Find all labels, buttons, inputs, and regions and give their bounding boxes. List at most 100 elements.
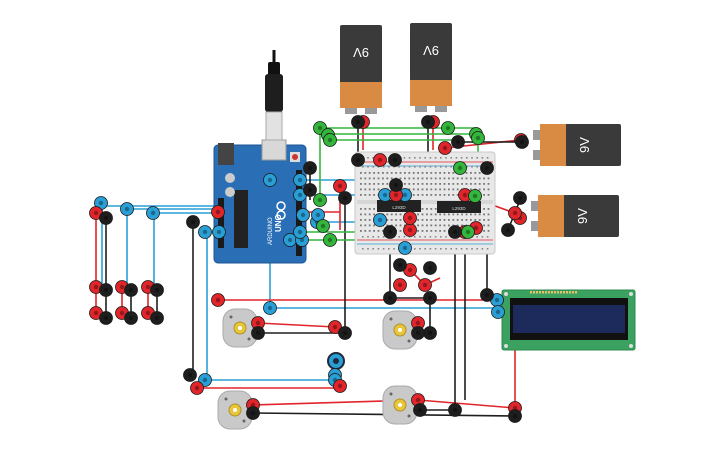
- potentiometer-icon[interactable]: [327, 352, 345, 370]
- wire-endpoint[interactable]: [351, 115, 365, 129]
- wire-endpoint[interactable]: [263, 173, 277, 187]
- wire-endpoint[interactable]: [120, 202, 134, 216]
- wire-endpoint[interactable]: [411, 326, 425, 340]
- wire-endpoint[interactable]: [186, 215, 200, 229]
- battery-icon[interactable]: 9V: [340, 25, 382, 114]
- ic-chip[interactable]: L293D: [377, 200, 421, 212]
- wire-endpoint[interactable]: [501, 223, 515, 237]
- breadboard-hole: [377, 172, 380, 174]
- battery-icon[interactable]: 9V: [533, 124, 621, 166]
- wire-endpoint[interactable]: [423, 261, 437, 275]
- wire-endpoint[interactable]: [338, 191, 352, 205]
- wire-endpoint[interactable]: [451, 135, 465, 149]
- lcd-pin: [542, 291, 544, 294]
- ic-chip[interactable]: L293D: [437, 201, 481, 213]
- wire-endpoint[interactable]: [190, 381, 204, 395]
- lcd-pin: [572, 291, 574, 294]
- wire-endpoint[interactable]: [99, 283, 113, 297]
- breadboard-hole: [487, 224, 490, 227]
- wire-endpoint[interactable]: [328, 320, 342, 334]
- wire-endpoint[interactable]: [338, 326, 352, 340]
- wire-endpoint[interactable]: [418, 278, 432, 292]
- battery-icon[interactable]: 9V: [531, 195, 619, 237]
- wire-endpoint[interactable]: [124, 311, 138, 325]
- wire-endpoint[interactable]: [303, 161, 317, 175]
- wire-endpoint[interactable]: [316, 219, 330, 233]
- wire-endpoint-center: [297, 229, 303, 235]
- wire-endpoint[interactable]: [293, 173, 307, 187]
- wire-endpoint[interactable]: [212, 225, 226, 239]
- wire-endpoint-center: [216, 229, 222, 235]
- wire-endpoint[interactable]: [323, 233, 337, 247]
- wire-endpoint[interactable]: [515, 135, 529, 149]
- wire-endpoint[interactable]: [403, 211, 417, 225]
- breadboard-hole: [368, 208, 371, 210]
- wire-endpoint[interactable]: [441, 121, 455, 135]
- usb-cable-icon[interactable]: [265, 50, 283, 141]
- wire-endpoint[interactable]: [453, 161, 467, 175]
- wire-endpoint[interactable]: [150, 283, 164, 297]
- wire-endpoint[interactable]: [513, 191, 527, 205]
- wire-endpoint[interactable]: [211, 293, 225, 307]
- dc-motor-icon[interactable]: [382, 385, 418, 425]
- wire-endpoint[interactable]: [508, 206, 522, 220]
- wire-endpoint[interactable]: [423, 291, 437, 305]
- wire-endpoint[interactable]: [313, 193, 327, 207]
- wire-endpoint[interactable]: [303, 183, 317, 197]
- wire-endpoint[interactable]: [413, 403, 427, 417]
- wire-endpoint[interactable]: [333, 179, 347, 193]
- wire-endpoint-center: [407, 267, 413, 273]
- wire-endpoint[interactable]: [323, 133, 337, 147]
- wire-endpoint[interactable]: [448, 403, 462, 417]
- breadboard-hole: [360, 230, 362, 232]
- wire-endpoint[interactable]: [421, 115, 435, 129]
- wire[interactable]: [257, 322, 336, 328]
- wire-endpoint[interactable]: [471, 131, 485, 145]
- wire-endpoint[interactable]: [373, 213, 387, 227]
- wire-endpoint[interactable]: [263, 301, 277, 315]
- wire-endpoint[interactable]: [293, 225, 307, 239]
- wire-endpoint[interactable]: [461, 225, 475, 239]
- wire-endpoint[interactable]: [198, 225, 212, 239]
- breadboard-hole: [373, 224, 375, 227]
- wire-endpoint[interactable]: [251, 326, 265, 340]
- wire-endpoint[interactable]: [480, 161, 494, 175]
- dc-motor-icon[interactable]: [222, 308, 258, 348]
- wire-endpoint[interactable]: [99, 211, 113, 225]
- breadboard-hole: [443, 213, 446, 216]
- wire-endpoint[interactable]: [211, 205, 225, 219]
- breadboard-hole: [408, 188, 411, 191]
- wire-endpoint[interactable]: [246, 406, 260, 420]
- breadboard-hole: [461, 213, 463, 216]
- wire-endpoint[interactable]: [508, 409, 522, 423]
- wire-endpoint[interactable]: [383, 291, 397, 305]
- wire-endpoint[interactable]: [124, 283, 138, 297]
- wire-endpoint[interactable]: [398, 241, 412, 255]
- wire-endpoint[interactable]: [389, 178, 403, 192]
- wire-endpoint[interactable]: [146, 206, 160, 220]
- wire-endpoint[interactable]: [99, 311, 113, 325]
- wire-endpoint-center: [519, 139, 525, 145]
- wire-endpoint[interactable]: [393, 258, 407, 272]
- wire[interactable]: [417, 399, 516, 409]
- breadboard-hole: [417, 188, 419, 191]
- wire-endpoint[interactable]: [388, 153, 402, 167]
- wire-endpoint[interactable]: [468, 189, 482, 203]
- battery-icon[interactable]: 9V: [410, 23, 452, 112]
- dc-motor-icon[interactable]: [217, 390, 253, 430]
- wire-endpoint[interactable]: [333, 379, 347, 393]
- usb-port[interactable]: [261, 139, 287, 161]
- dc-motor-icon[interactable]: [382, 310, 418, 350]
- wire-endpoint[interactable]: [491, 305, 505, 319]
- wire-endpoint[interactable]: [351, 153, 365, 167]
- wire-endpoint[interactable]: [150, 311, 164, 325]
- wire-endpoint[interactable]: [296, 208, 310, 222]
- wire-endpoint[interactable]: [383, 225, 397, 239]
- arduino-board[interactable]: UNO ARDUINO: [213, 139, 307, 264]
- wire-endpoint[interactable]: [373, 153, 387, 167]
- wire-endpoint[interactable]: [438, 141, 452, 155]
- lcd-display[interactable]: [501, 289, 636, 351]
- wire-endpoint[interactable]: [183, 368, 197, 382]
- wire-endpoint[interactable]: [393, 278, 407, 292]
- wire-endpoint[interactable]: [480, 288, 494, 302]
